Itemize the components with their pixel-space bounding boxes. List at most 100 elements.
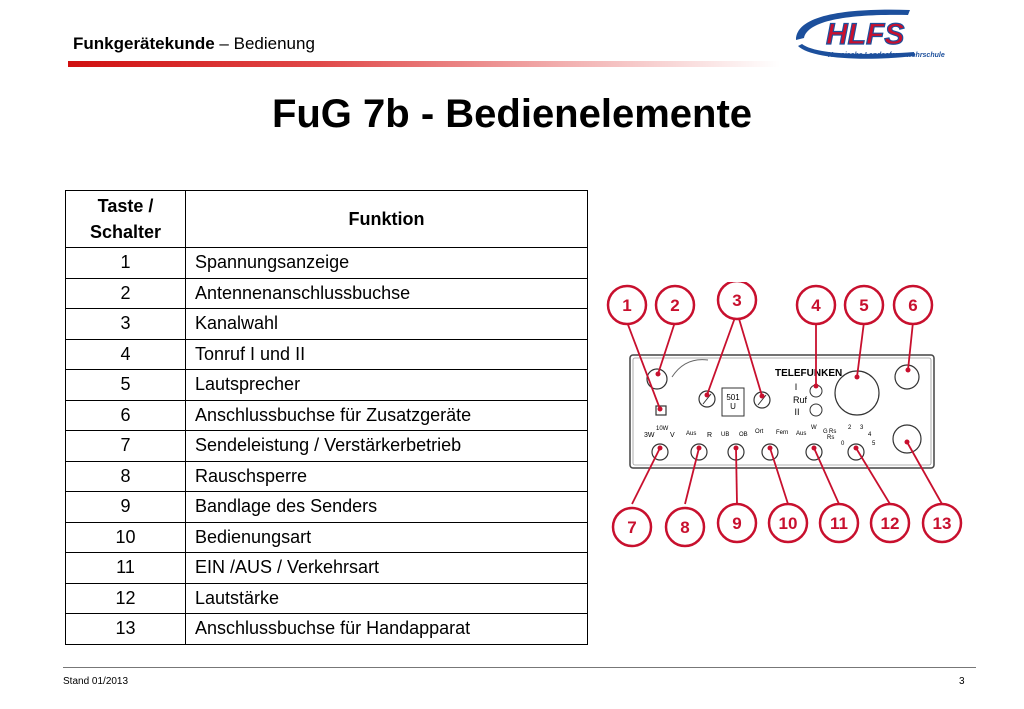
marker-9-label: 9 bbox=[732, 514, 741, 533]
panel-label: 10W bbox=[656, 426, 669, 432]
panel-label: 4 bbox=[868, 432, 872, 438]
switch-8 bbox=[690, 443, 708, 461]
row-function: Anschlussbuchse für Zusatzgeräte bbox=[185, 399, 588, 431]
marker-6 bbox=[892, 284, 934, 326]
marker-7 bbox=[611, 506, 653, 548]
row-num: 12 bbox=[65, 582, 186, 614]
bottom-markers: 7 8 9 10 11 12 13 bbox=[611, 502, 963, 548]
row-num: 8 bbox=[65, 460, 186, 492]
panel-label: Rs bbox=[829, 429, 836, 435]
panel-label: W bbox=[811, 425, 817, 431]
header-taste: Taste / Schalter bbox=[65, 190, 186, 248]
row-function: Lautstärke bbox=[185, 582, 588, 614]
channel-label-501: 501 bbox=[726, 393, 740, 402]
row-num: 13 bbox=[65, 613, 186, 645]
row-num: 2 bbox=[65, 277, 186, 309]
panel-label: G bbox=[823, 429, 828, 435]
leader-dots bbox=[655, 367, 911, 451]
ruf-label: Ruf bbox=[793, 395, 808, 405]
panel-label: 2 bbox=[848, 425, 852, 431]
row-num: 4 bbox=[65, 338, 186, 370]
antenna-socket bbox=[646, 368, 668, 390]
header-taste-line2: Schalter bbox=[89, 222, 162, 242]
row-num: 3 bbox=[65, 308, 186, 340]
logo-swoosh-bottom bbox=[798, 44, 915, 59]
panel-label: 3 bbox=[860, 425, 864, 431]
row-function: Anschlussbuchse für Handapparat bbox=[185, 613, 588, 645]
logo-swoosh-top bbox=[796, 9, 910, 40]
row-function: Antennenanschlussbuchse bbox=[185, 277, 588, 309]
row-function: Kanalwahl bbox=[185, 308, 588, 340]
top-markers: 1 2 3 4 5 6 bbox=[606, 282, 934, 326]
device-panel-inner bbox=[632, 357, 932, 466]
panel-label: 3W bbox=[644, 432, 655, 439]
page-number: 3 bbox=[959, 676, 965, 687]
marker-10 bbox=[767, 502, 809, 544]
panel-label: Aus bbox=[796, 431, 806, 437]
row-function: Bedienungsart bbox=[185, 521, 588, 553]
marker-1 bbox=[606, 284, 648, 326]
telefunken-brand: TELEFUNKEN bbox=[775, 368, 842, 379]
panel-label: 0 bbox=[841, 441, 845, 447]
panel-label: Fern bbox=[776, 430, 788, 436]
panel-label: V bbox=[670, 432, 675, 439]
handset-socket bbox=[892, 424, 922, 454]
row-num: 10 bbox=[65, 521, 186, 553]
row-num: 11 bbox=[65, 552, 186, 584]
ruf-label-i: I bbox=[795, 382, 798, 392]
header-funktion: Funktion bbox=[185, 190, 588, 248]
row-function: EIN /AUS / Verkehrsart bbox=[185, 552, 588, 584]
row-function: Rauschsperre bbox=[185, 460, 588, 492]
tonruf-button-2 bbox=[809, 403, 823, 417]
panel-label: R bbox=[707, 432, 712, 439]
table-header-row: Taste / Schalter Funktion bbox=[65, 190, 588, 248]
row-function: Lautsprecher bbox=[185, 369, 588, 401]
row-num: 1 bbox=[65, 247, 186, 279]
channel-display bbox=[721, 387, 745, 417]
marker-13 bbox=[921, 502, 963, 544]
marker-3-label: 3 bbox=[732, 291, 741, 310]
panel-label: OB bbox=[739, 432, 748, 438]
marker-12-label: 12 bbox=[881, 514, 900, 533]
footer-stand: Stand 01/2013 bbox=[63, 676, 129, 687]
marker-2 bbox=[654, 284, 696, 326]
accessory-socket bbox=[894, 364, 920, 390]
logo-subtitle: Hessische Landesfeuerwehrschule bbox=[828, 52, 945, 59]
switch-10 bbox=[761, 443, 779, 461]
marker-11-label: 11 bbox=[830, 514, 848, 533]
row-function: Tonruf I und II bbox=[185, 338, 588, 370]
leader-lines bbox=[626, 311, 943, 505]
logo-text: HLFS bbox=[826, 18, 904, 51]
marker-5-label: 5 bbox=[859, 296, 868, 315]
row-num: 9 bbox=[65, 491, 186, 523]
marker-2-label: 2 bbox=[670, 296, 679, 315]
row-num: 5 bbox=[65, 369, 186, 401]
ruf-label-ii: II bbox=[794, 407, 799, 417]
header-taste-line1: Taste / bbox=[97, 196, 154, 216]
marker-11 bbox=[818, 502, 860, 544]
panel-label: Rs bbox=[827, 435, 834, 441]
row-num: 6 bbox=[65, 399, 186, 431]
marker-4-label: 4 bbox=[811, 296, 821, 315]
marker-8-label: 8 bbox=[680, 518, 689, 537]
row-function: Bandlage des Senders bbox=[185, 491, 588, 523]
marker-6-label: 6 bbox=[908, 296, 917, 315]
marker-5 bbox=[843, 284, 885, 326]
marker-4 bbox=[795, 284, 837, 326]
panel-label: 5 bbox=[872, 441, 876, 447]
page-title: FuG 7b - Bedienelemente bbox=[271, 92, 753, 136]
marker-12 bbox=[869, 502, 911, 544]
header-gradient-bar bbox=[68, 61, 780, 67]
